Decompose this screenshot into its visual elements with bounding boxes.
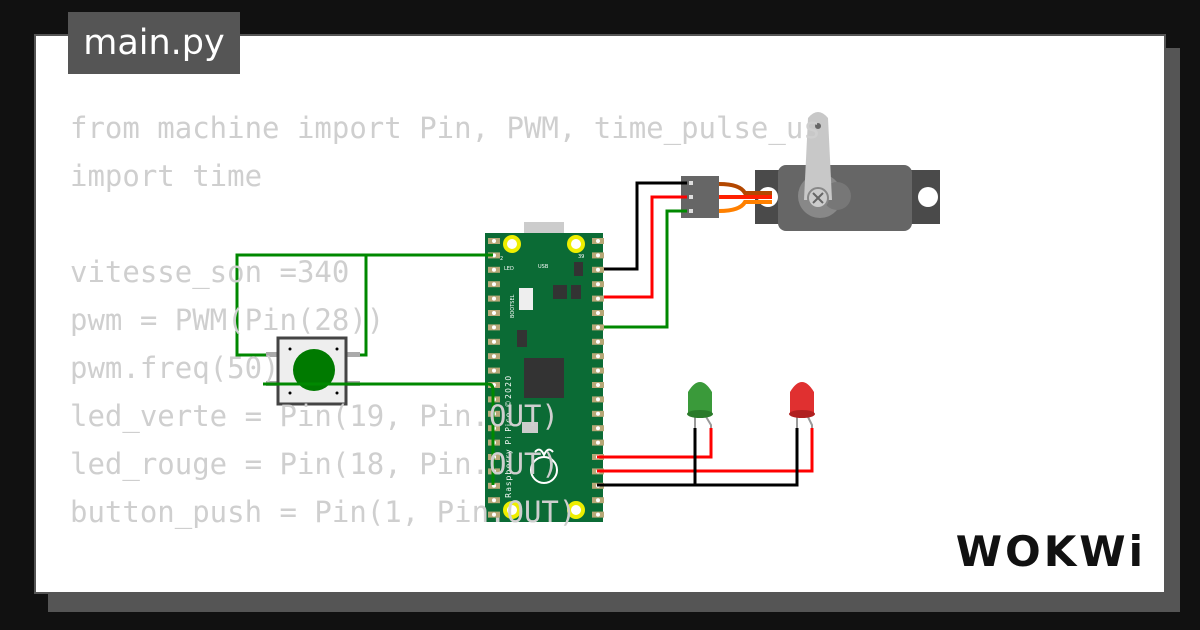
- pin-hole: [596, 368, 600, 373]
- pin-hole: [596, 426, 600, 431]
- pin-hole: [492, 512, 496, 517]
- raspberry-pi-pico[interactable]: LED USB 39 2 BOOTSEL Raspberry Pi Pico ©…: [485, 222, 604, 522]
- pin-hole: [492, 282, 496, 287]
- wire-red: [597, 428, 814, 473]
- pin-label: 2: [500, 256, 503, 262]
- pin-hole: [492, 325, 496, 330]
- wire-green: [352, 255, 368, 357]
- pin-hole: [596, 339, 600, 344]
- pin-hole: [492, 498, 496, 503]
- circuit-diagram: LED USB 39 2 BOOTSEL Raspberry Pi Pico ©…: [235, 112, 940, 522]
- pin-label: 39: [578, 254, 584, 260]
- pin-hole: [492, 311, 496, 315]
- wire-red: [597, 428, 713, 459]
- board-name: Raspberry Pi Pico ©2020: [504, 375, 513, 498]
- pin-hole: [596, 383, 600, 387]
- pin-hole: [596, 512, 600, 517]
- raspberry-logo-icon: [530, 448, 558, 484]
- pin-hole: [596, 253, 600, 258]
- pin-hole: [492, 354, 496, 359]
- pin-hole: [596, 397, 600, 402]
- pin-hole: [492, 296, 496, 301]
- pin-hole: [596, 267, 600, 272]
- wire-red: [597, 195, 687, 299]
- pin-hole: [596, 296, 600, 301]
- bootsel-label: BOOTSEL: [510, 294, 516, 318]
- file-tab[interactable]: main.py: [68, 12, 240, 74]
- preview-card: from machine import Pin, PWM, time_pulse…: [34, 34, 1166, 594]
- pin-hole: [492, 267, 496, 272]
- servo-connector: [681, 176, 719, 218]
- pin-hole: [596, 498, 600, 503]
- wokwi-logo: WOKWi: [955, 527, 1146, 576]
- pin-hole: [596, 354, 600, 359]
- pin-hole: [596, 239, 600, 243]
- pin-hole: [492, 368, 496, 373]
- wire-black: [597, 181, 687, 271]
- pin-hole: [596, 325, 600, 330]
- usb-label: USB: [538, 264, 549, 270]
- led-label: LED: [504, 266, 514, 272]
- pin-hole: [596, 440, 600, 445]
- pin-hole: [492, 339, 496, 344]
- pin-hole: [596, 411, 600, 416]
- pushbutton[interactable]: [266, 336, 360, 406]
- pin-hole: [492, 239, 496, 243]
- wire-green: [597, 209, 687, 329]
- pin-hole: [596, 311, 600, 315]
- wire-green: [263, 382, 495, 485]
- wire-black: [597, 428, 799, 487]
- pin-hole: [596, 282, 600, 287]
- led-red[interactable]: [789, 382, 815, 485]
- servo[interactable]: [755, 112, 940, 231]
